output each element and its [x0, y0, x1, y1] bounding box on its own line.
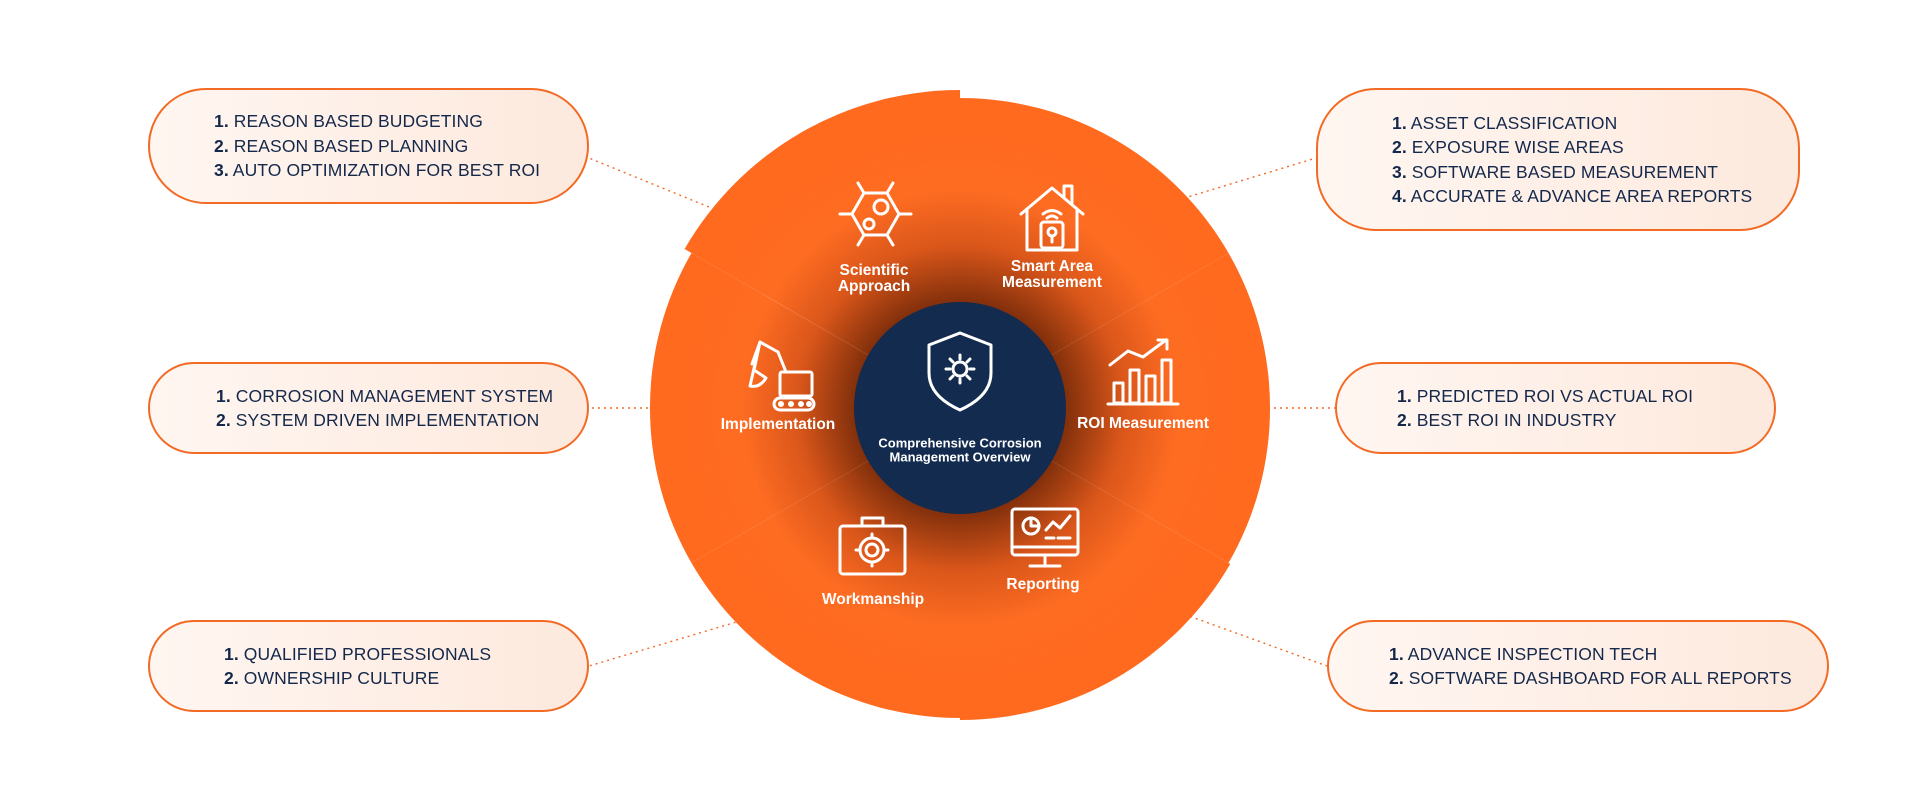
excavator-icon	[748, 340, 816, 412]
connector-reporting	[1144, 599, 1328, 667]
petal-implementation	[649, 253, 960, 563]
smart-home-icon	[1019, 184, 1085, 252]
list-item: 2. EXPOSURE WISE AREAS	[1392, 137, 1624, 157]
callout-list: 1. ASSET CLASSIFICATION 2. EXPOSURE WISE…	[1392, 111, 1798, 209]
callout-list: 1. CORROSION MANAGEMENT SYSTEM 2. SYSTEM…	[216, 384, 587, 433]
molecule-icon	[838, 181, 913, 247]
list-item: 4. ACCURATE & ADVANCE AREA REPORTS	[1392, 186, 1753, 206]
shield-gear-icon	[927, 331, 993, 412]
list-item: 1. REASON BASED BUDGETING	[214, 111, 483, 132]
list-item: 2. BEST ROI IN INDUSTRY	[1397, 410, 1617, 430]
list-item: 3. AUTO OPTIMIZATION FOR BEST ROI	[214, 160, 541, 181]
segment-label-smart-area-measurement: Smart Area Measurement	[1002, 258, 1102, 291]
toolbox-gear-icon	[838, 516, 907, 576]
callout-workmanship: 1. QUALIFIED PROFESSIONALS 2. OWNERSHIP …	[148, 620, 589, 712]
callout-implementation: 1. CORROSION MANAGEMENT SYSTEM 2. SYSTEM…	[148, 362, 589, 454]
callout-list: 1. PREDICTED ROI VS ACTUAL ROI 2. BEST R…	[1397, 384, 1774, 433]
segment-label-workmanship: Workmanship	[821, 591, 925, 608]
center-circle	[854, 302, 1066, 514]
callout-list: 1. REASON BASED BUDGETING 2. REASON BASE…	[214, 109, 587, 183]
list-item: 2. SOFTWARE DASHBOARD FOR ALL REPORTS	[1389, 668, 1792, 688]
list-item: 2. REASON BASED PLANNING	[214, 135, 469, 156]
list-item: 1. ASSET CLASSIFICATION	[1392, 112, 1618, 133]
connector-scientific-approach	[588, 157, 771, 233]
list-item: 1. ADVANCE INSPECTION TECH	[1389, 643, 1658, 664]
growth-chart-icon	[1106, 338, 1180, 406]
callout-scientific-approach: 1. REASON BASED BUDGETING 2. REASON BASE…	[148, 88, 589, 204]
segment-label-implementation: Implementation	[720, 416, 836, 433]
callout-list: 1. ADVANCE INSPECTION TECH 2. SOFTWARE D…	[1389, 642, 1827, 691]
segment-label-roi-measurement: ROI Measurement	[1077, 415, 1209, 432]
list-item: 1. CORROSION MANAGEMENT SYSTEM	[216, 385, 554, 406]
segment-label-reporting: Reporting	[1006, 576, 1080, 593]
list-item: 2. SYSTEM DRIVEN IMPLEMENTATION	[216, 410, 540, 430]
segment-icons	[748, 181, 1180, 576]
list-item: 1. QUALIFIED PROFESSIONALS	[224, 643, 492, 664]
dashboard-monitor-icon	[1010, 507, 1080, 568]
connector-smart-area-measurement	[1177, 157, 1317, 201]
callout-roi-measurement: 1. PREDICTED ROI VS ACTUAL ROI 2. BEST R…	[1335, 362, 1776, 454]
callout-smart-area-measurement: 1. ASSET CLASSIFICATION 2. EXPOSURE WISE…	[1316, 88, 1800, 231]
list-item: 2. OWNERSHIP CULTURE	[224, 668, 440, 688]
segment-label-scientific-approach: Scientific Approach	[837, 262, 911, 295]
callout-reporting: 1. ADVANCE INSPECTION TECH 2. SOFTWARE D…	[1327, 620, 1829, 712]
petal-roi-measurement	[960, 253, 1271, 563]
callout-list: 1. QUALIFIED PROFESSIONALS 2. OWNERSHIP …	[224, 642, 587, 691]
list-item: 3. SOFTWARE BASED MEASUREMENT	[1392, 161, 1719, 182]
list-item: 1. PREDICTED ROI VS ACTUAL ROI	[1397, 385, 1694, 406]
center-title: Comprehensive Corrosion Management Overv…	[878, 435, 1042, 464]
